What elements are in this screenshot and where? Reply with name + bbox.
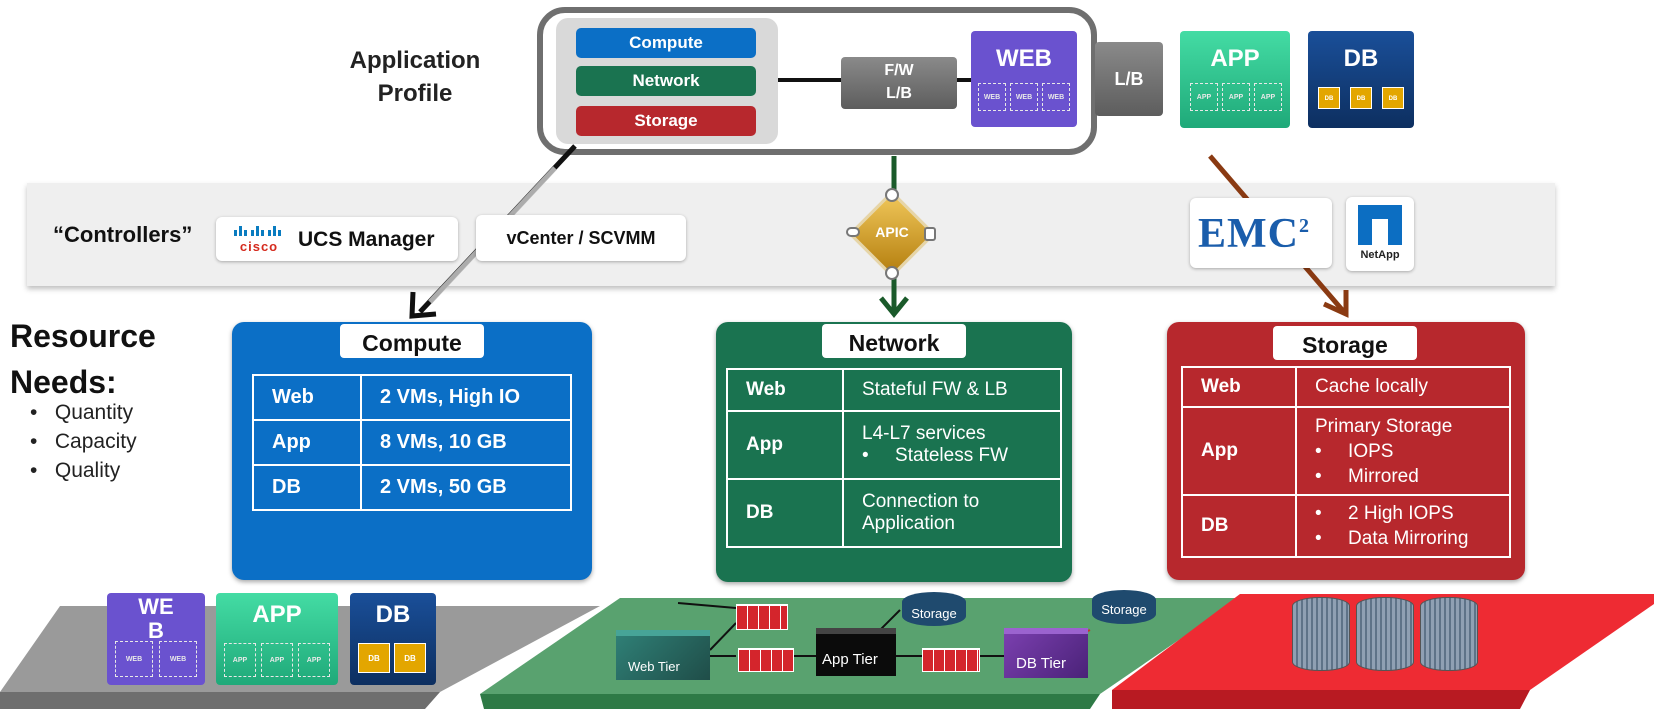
compute-platform-face <box>0 692 440 709</box>
firewall-icon <box>922 648 980 672</box>
storage-table: Web Cache locally App Primary Storage • … <box>1181 366 1511 558</box>
profile-network-pill[interactable]: Network <box>576 66 756 96</box>
web-vm-mini: WEB <box>159 641 197 677</box>
cisco-bars-icon <box>234 226 281 236</box>
profile-storage-pill[interactable]: Storage <box>576 106 756 136</box>
bottom-web-tile[interactable]: WE B WEB WEB <box>107 593 205 685</box>
netapp-n-icon <box>1358 205 1402 245</box>
profile-compute-pill[interactable]: Compute <box>576 28 756 58</box>
web-tier-box[interactable]: Web Tier <box>616 630 710 680</box>
storage-arrowhead <box>1322 290 1349 318</box>
web-vm-mini: WEB <box>1042 83 1070 111</box>
apic-node-bottom-icon <box>885 266 899 280</box>
emc-logo[interactable]: EMC2 <box>1190 198 1332 268</box>
cisco-logo: cisco <box>232 224 286 253</box>
needs-item: • Capacity <box>30 430 137 453</box>
ucs-manager-label: UCS Manager <box>298 228 435 251</box>
storage-panel: Storage Web Cache locally App Primary St… <box>1167 322 1525 580</box>
ucs-manager-box[interactable]: cisco UCS Manager <box>216 217 458 261</box>
needs-item: • Quality <box>30 459 121 482</box>
disk-array-icon <box>1420 597 1478 671</box>
storage-platform-face <box>1112 690 1530 709</box>
web-vm-mini: WEB <box>1010 83 1038 111</box>
netapp-logo[interactable]: NetApp <box>1346 197 1414 271</box>
compute-panel-title: Compute <box>340 324 484 358</box>
db-mini: DB <box>394 643 426 673</box>
compute-network-storage-group: Compute Network Storage <box>556 18 778 144</box>
table-row: Web Stateful FW & LB <box>726 368 1062 412</box>
app-vm-mini: APP <box>261 643 293 677</box>
app-vm-mini: APP <box>224 643 256 677</box>
network-table: Web Stateful FW & LB App L4-L7 services•… <box>726 368 1062 548</box>
table-row: App L4-L7 services• Stateless FW <box>726 410 1062 480</box>
application-profile-label: Application Profile <box>349 47 481 107</box>
network-platform-face <box>480 694 1100 709</box>
controllers-label: “Controllers” <box>53 222 193 247</box>
db-tier-box[interactable]: DB Tier <box>1004 628 1088 678</box>
resource-needs-list: • Quantity • Capacity • Quality <box>30 398 137 485</box>
app-vm-mini: APP <box>298 643 330 677</box>
app-vm-mini: APP <box>1190 83 1218 111</box>
table-row: App Primary Storage • IOPS • Mirrored <box>1181 406 1511 496</box>
apic-node-top-icon <box>885 188 899 202</box>
app-tier-box[interactable]: App Tier <box>816 628 896 676</box>
profile-web-tile[interactable]: WEB WEB WEB WEB <box>971 31 1077 127</box>
resource-needs-title: Resource Needs: <box>10 318 156 400</box>
bottom-db-tile[interactable]: DB DB DB <box>350 593 436 685</box>
web-vm-mini: WEB <box>115 641 153 677</box>
apic-node-right-icon <box>924 227 936 241</box>
compute-arrowhead <box>409 291 437 319</box>
disk-array-icon <box>1292 597 1350 671</box>
storage-panel-title: Storage <box>1273 326 1417 360</box>
apic-label: APIC <box>875 224 909 240</box>
emc-logo-text: EMC2 <box>1198 211 1310 257</box>
profile-lb-box[interactable]: L/B <box>1095 42 1163 116</box>
db-mini: DB <box>1318 87 1340 109</box>
web-vm-mini: WEB <box>978 83 1006 111</box>
disk-array-icon <box>1356 597 1414 671</box>
db-mini: DB <box>358 643 390 673</box>
apic-controller[interactable]: APIC <box>846 188 938 280</box>
network-panel: Network Web Stateful FW & LB App L4-L7 s… <box>716 322 1072 582</box>
profile-app-tile[interactable]: APP APP APP APP <box>1180 31 1290 128</box>
bottom-app-tile[interactable]: APP APP APP APP <box>216 593 338 685</box>
storage-cylinder-icon: Storage <box>902 592 966 626</box>
firewall-icon <box>738 648 794 672</box>
app-vm-mini: APP <box>1254 83 1282 111</box>
apic-node-left-icon <box>846 227 860 237</box>
db-mini: DB <box>1382 87 1404 109</box>
app-vm-mini: APP <box>1222 83 1250 111</box>
vcenter-scvmm-box[interactable]: vCenter / SCVMM <box>476 215 686 261</box>
db-mini: DB <box>1350 87 1372 109</box>
table-row: Web Cache locally <box>1181 366 1511 408</box>
profile-db-tile[interactable]: DB DB DB DB <box>1308 31 1414 128</box>
network-arrowhead <box>879 296 909 318</box>
network-panel-title: Network <box>822 324 966 358</box>
needs-item: • Quantity <box>30 401 134 424</box>
firewall-icon <box>736 604 788 630</box>
table-row: DB • 2 High IOPS • Data Mirroring <box>1181 494 1511 558</box>
profile-fw-lb-box[interactable]: F/W L/B <box>841 57 957 109</box>
storage-cylinder-icon: Storage <box>1092 590 1156 624</box>
